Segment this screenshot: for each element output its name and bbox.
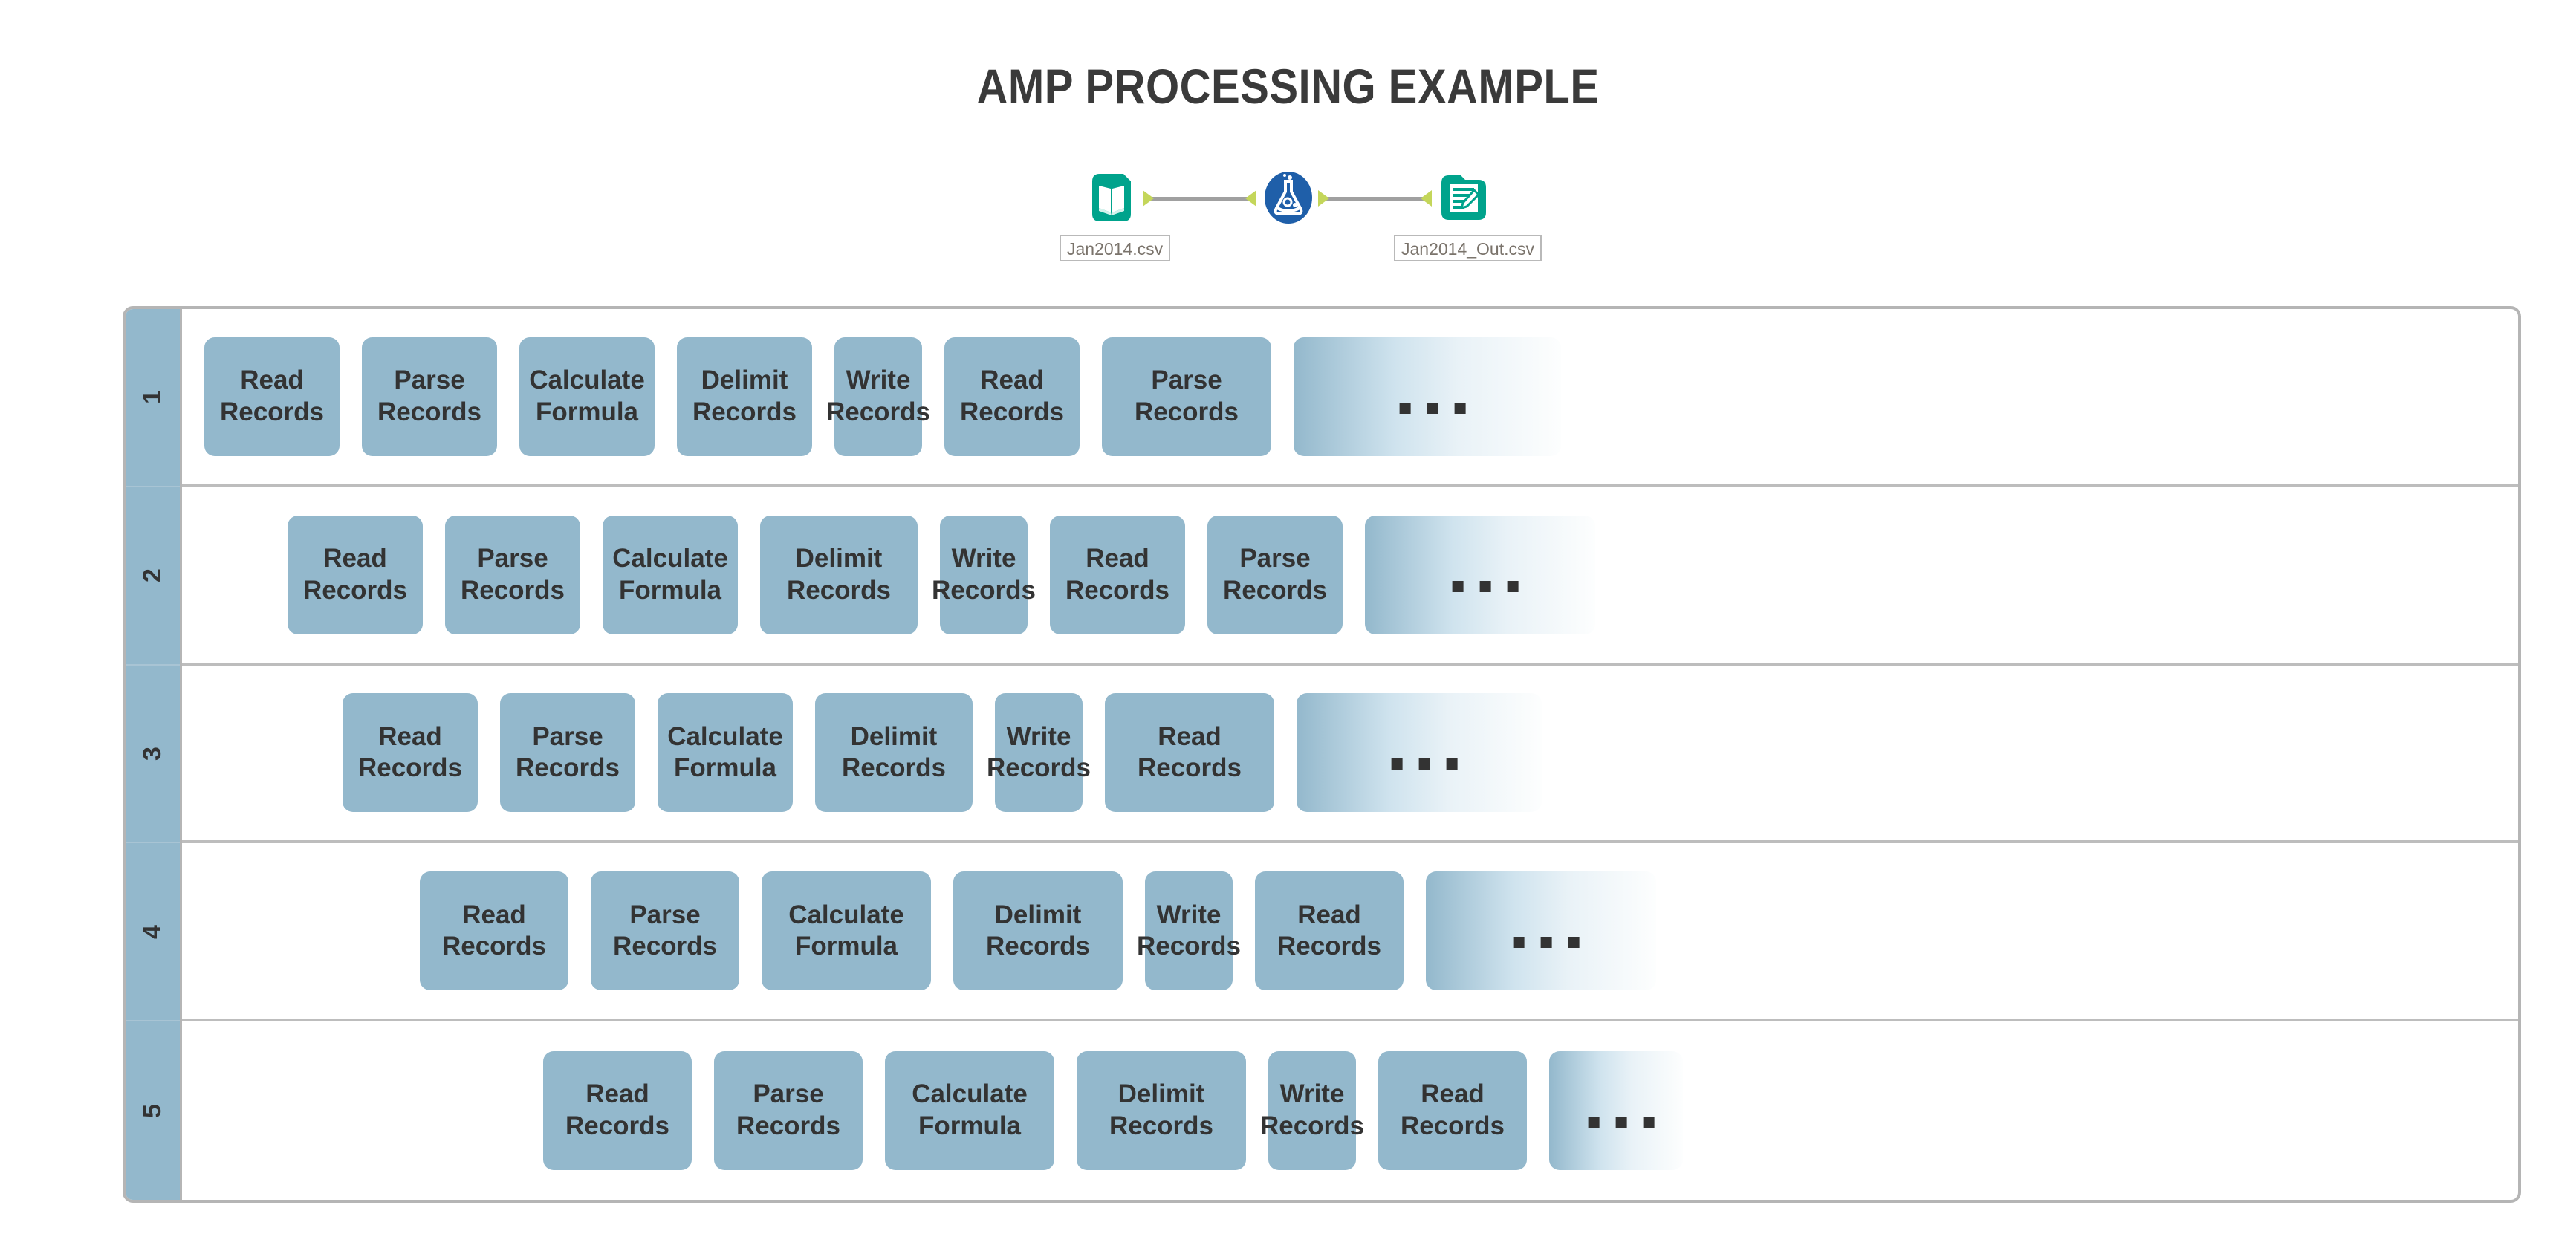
step-box[interactable]: Write Records <box>987 693 1091 813</box>
connector-anchor-in-icon <box>1421 190 1432 207</box>
step-box[interactable]: Read Records <box>1255 871 1404 991</box>
connector-wire-input-to-tool <box>1149 197 1253 201</box>
ellipsis-icon <box>1399 402 1466 414</box>
step-box[interactable]: Parse Records <box>1102 337 1271 456</box>
step-box[interactable]: Write Records <box>1137 871 1241 991</box>
step-box[interactable]: Parse Records <box>591 871 739 991</box>
step-box[interactable]: Calculate Formula <box>658 693 793 813</box>
step-box[interactable]: Write Records <box>932 515 1036 634</box>
step-box[interactable]: Calculate Formula <box>603 515 738 634</box>
row-number-label: 5 <box>137 1103 166 1118</box>
step-box[interactable]: Calculate Formula <box>519 337 655 456</box>
step-box[interactable]: Calculate Formula <box>762 871 931 991</box>
connector-anchor-out-icon <box>1318 190 1329 207</box>
step-box[interactable]: Read Records <box>1378 1051 1527 1171</box>
step-box[interactable]: Delimit Records <box>815 693 973 813</box>
step-box[interactable]: Parse Records <box>500 693 635 813</box>
page-title: AMP PROCESSING EXAMPLE <box>976 59 1600 114</box>
step-box[interactable]: Delimit Records <box>953 871 1123 991</box>
step-box[interactable]: Write Records <box>826 337 930 456</box>
document-pencil-icon <box>1441 175 1486 220</box>
step-box[interactable]: Read Records <box>420 871 568 991</box>
step-box[interactable]: Read Records <box>288 515 423 634</box>
output-data-tool[interactable] <box>1435 169 1492 226</box>
open-book-icon <box>1092 174 1131 221</box>
row-number-label: 3 <box>137 747 166 761</box>
formula-tool[interactable] <box>1260 169 1317 226</box>
step-box[interactable]: Parse Records <box>445 515 580 634</box>
flask-icon <box>1265 172 1312 224</box>
step-box[interactable]: Parse Records <box>362 337 497 456</box>
output-file-label[interactable]: Jan2014_Out.csv <box>1394 235 1542 261</box>
step-box[interactable]: Delimit Records <box>1077 1051 1246 1171</box>
step-box[interactable]: Read Records <box>1050 515 1185 634</box>
connector-anchor-out-icon <box>1143 190 1154 207</box>
row-number-cell: 4 <box>126 843 180 1022</box>
step-ellipsis <box>1297 693 1542 813</box>
row-number-cell: 1 <box>126 309 180 487</box>
step-ellipsis <box>1426 871 1656 991</box>
step-box[interactable]: Read Records <box>1105 693 1274 813</box>
step-ellipsis <box>1549 1051 1683 1171</box>
connector-wire-tool-to-output <box>1323 197 1428 201</box>
row-number-label: 2 <box>137 568 166 583</box>
row-number-cell: 3 <box>126 666 180 844</box>
step-box[interactable]: Parse Records <box>714 1051 863 1171</box>
step-box[interactable]: Read Records <box>543 1051 692 1171</box>
ellipsis-icon <box>1391 758 1458 770</box>
ellipsis-icon <box>1588 1117 1655 1128</box>
step-ellipsis <box>1365 515 1595 634</box>
row-number-cell: 2 <box>126 487 180 666</box>
ellipsis-icon <box>1452 580 1519 592</box>
connector-anchor-in-icon <box>1245 190 1256 207</box>
step-box[interactable]: Write Records <box>1260 1051 1364 1171</box>
input-file-label[interactable]: Jan2014.csv <box>1060 235 1171 261</box>
row-number-column: 1 2 3 4 5 <box>126 309 182 1200</box>
row-number-label: 1 <box>137 390 166 405</box>
step-ellipsis <box>1294 337 1561 456</box>
row-number-label: 4 <box>137 924 166 939</box>
workflow-diagram: Jan2014.csv Jan2014_Out.csv <box>1058 169 1548 281</box>
row-number-cell: 5 <box>126 1021 180 1200</box>
ellipsis-icon <box>1513 937 1580 949</box>
step-box[interactable]: Calculate Formula <box>885 1051 1054 1171</box>
input-data-tool[interactable] <box>1086 169 1143 226</box>
step-box[interactable]: Parse Records <box>1207 515 1343 634</box>
step-box[interactable]: Delimit Records <box>677 337 812 456</box>
step-box[interactable]: Read Records <box>343 693 478 813</box>
step-box[interactable]: Delimit Records <box>760 515 918 634</box>
step-box[interactable]: Read Records <box>204 337 340 456</box>
step-box[interactable]: Read Records <box>944 337 1080 456</box>
